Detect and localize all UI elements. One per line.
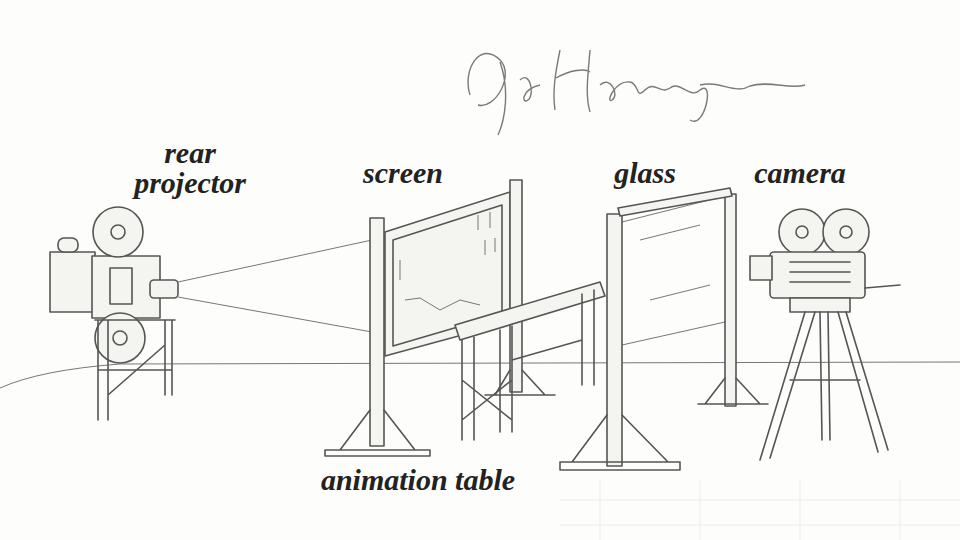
projector-drawing	[50, 207, 178, 420]
magazine-hub	[840, 226, 852, 238]
part-label: glass	[614, 158, 676, 188]
part-label: animation table	[321, 465, 515, 495]
reel-hub	[113, 331, 127, 345]
glass-post	[607, 214, 622, 466]
glass-base	[560, 415, 680, 470]
glass-pane	[622, 196, 725, 345]
film-magazine	[779, 209, 825, 255]
screen-frame	[385, 192, 510, 356]
screen-base	[485, 370, 555, 395]
screen-post	[370, 218, 384, 446]
projector-gate	[110, 268, 132, 304]
upper-reel	[93, 207, 143, 257]
camera-detail	[790, 262, 900, 288]
screen-base	[325, 410, 430, 456]
glass-drawing	[560, 188, 768, 470]
lamp-house	[50, 252, 95, 312]
camera-lens	[750, 256, 772, 280]
ground-line	[0, 362, 960, 388]
reel-hub	[111, 225, 125, 239]
glass-base	[698, 378, 768, 404]
part-label: camera	[754, 158, 846, 188]
projected-image	[400, 212, 495, 310]
glass-top-bar	[618, 188, 732, 216]
lamp-cap	[58, 238, 78, 252]
paper-grid	[560, 480, 960, 540]
camera-body	[770, 252, 865, 298]
magazine-hub	[796, 226, 808, 238]
signature	[468, 50, 805, 135]
part-label: rear projector	[110, 138, 270, 198]
glass-post	[725, 194, 736, 406]
tripod-legs	[760, 312, 888, 460]
animation-table-drawing	[455, 282, 605, 440]
camera-drawing	[750, 209, 900, 460]
tripod-head	[790, 298, 850, 312]
projector-stand	[95, 320, 175, 420]
film-magazine	[823, 209, 869, 255]
table-legs	[462, 290, 594, 440]
projection-beam	[178, 240, 372, 332]
part-label: screen	[363, 158, 443, 188]
projector-lens	[150, 280, 178, 298]
